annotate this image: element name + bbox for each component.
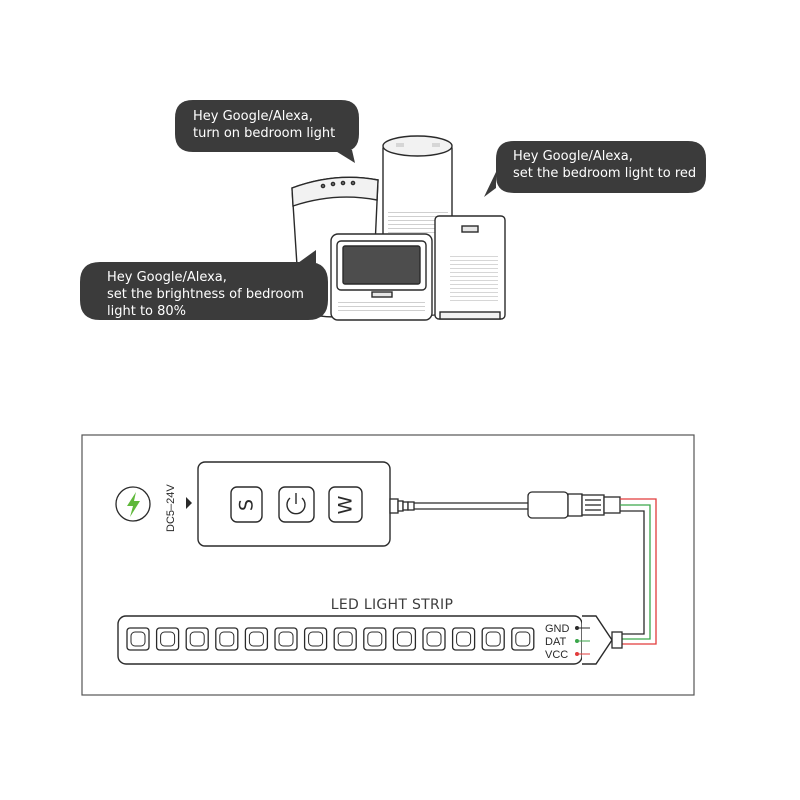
bubble-3-line-2: set the brightness of bedroom: [107, 287, 304, 302]
signal-wires: [620, 498, 657, 645]
bubble-3-line-1: Hey Google/Alexa,: [107, 270, 227, 285]
smart-hub-speaker: [434, 215, 506, 320]
led-chip-lens: [308, 631, 324, 647]
bubble-3-line-3: light to 80%: [107, 304, 186, 319]
input-arrow-icon: [186, 497, 192, 509]
speech-bubble-brightness: Hey Google/Alexa, set the brightness of …: [80, 250, 328, 320]
button-w[interactable]: W: [328, 486, 363, 523]
pin-gnd-dot: [575, 626, 579, 630]
led-chip-lens: [130, 631, 146, 647]
controller-box: S W: [197, 461, 391, 547]
led-chip-lens: [189, 631, 205, 647]
led-chip-lens: [485, 631, 501, 647]
led-chip-lens: [515, 631, 531, 647]
button-w-label: W: [335, 495, 357, 514]
wire-green: [620, 504, 651, 640]
bubble-1-line-2: turn on bedroom light: [193, 126, 335, 141]
wire-red: [620, 498, 657, 645]
input-voltage-label: DC5–24V: [165, 484, 177, 532]
echo-grille: [388, 212, 448, 233]
bubble-2-line-1: Hey Google/Alexa,: [513, 149, 633, 164]
power-icon: [286, 493, 306, 515]
pin-gnd-label: GND: [545, 623, 570, 635]
pin-labels: GND DAT VCC: [545, 623, 590, 661]
button-s-label: S: [236, 499, 258, 511]
led-chips: [126, 627, 535, 651]
bubble-1-line-1: Hey Google/Alexa,: [193, 109, 313, 124]
controller-cable: [389, 498, 528, 514]
button-s[interactable]: S: [230, 486, 263, 523]
echo-show-display: [330, 233, 433, 321]
led-chip-lens: [278, 631, 294, 647]
led-strip: LED LIGHT STRIP GND DAT VCC: [117, 597, 623, 665]
power-input: DC5–24V: [115, 484, 192, 532]
pin-dat-label: DAT: [545, 636, 566, 648]
led-chip-lens: [456, 631, 472, 647]
wire-black: [620, 510, 645, 635]
led-chip-lens: [248, 631, 264, 647]
pin-vcc-label: VCC: [545, 649, 568, 661]
led-chip-lens: [367, 631, 383, 647]
led-chip-lens: [219, 631, 235, 647]
pin-dat-dot: [575, 639, 579, 643]
button-power[interactable]: [278, 486, 315, 523]
led-chip-lens: [337, 631, 353, 647]
led-strip-title: LED LIGHT STRIP: [331, 597, 453, 613]
pin-vcc-dot: [575, 652, 579, 656]
speech-bubble-turn-on: Hey Google/Alexa, turn on bedroom light: [175, 100, 359, 163]
bubble-2-line-2: set the bedroom light to red: [513, 166, 696, 181]
speech-bubble-set-red: Hey Google/Alexa, set the bedroom light …: [484, 141, 706, 197]
connector-plug: [527, 491, 621, 519]
led-chip-lens: [396, 631, 412, 647]
led-chip-lens: [160, 631, 176, 647]
led-chip-lens: [426, 631, 442, 647]
